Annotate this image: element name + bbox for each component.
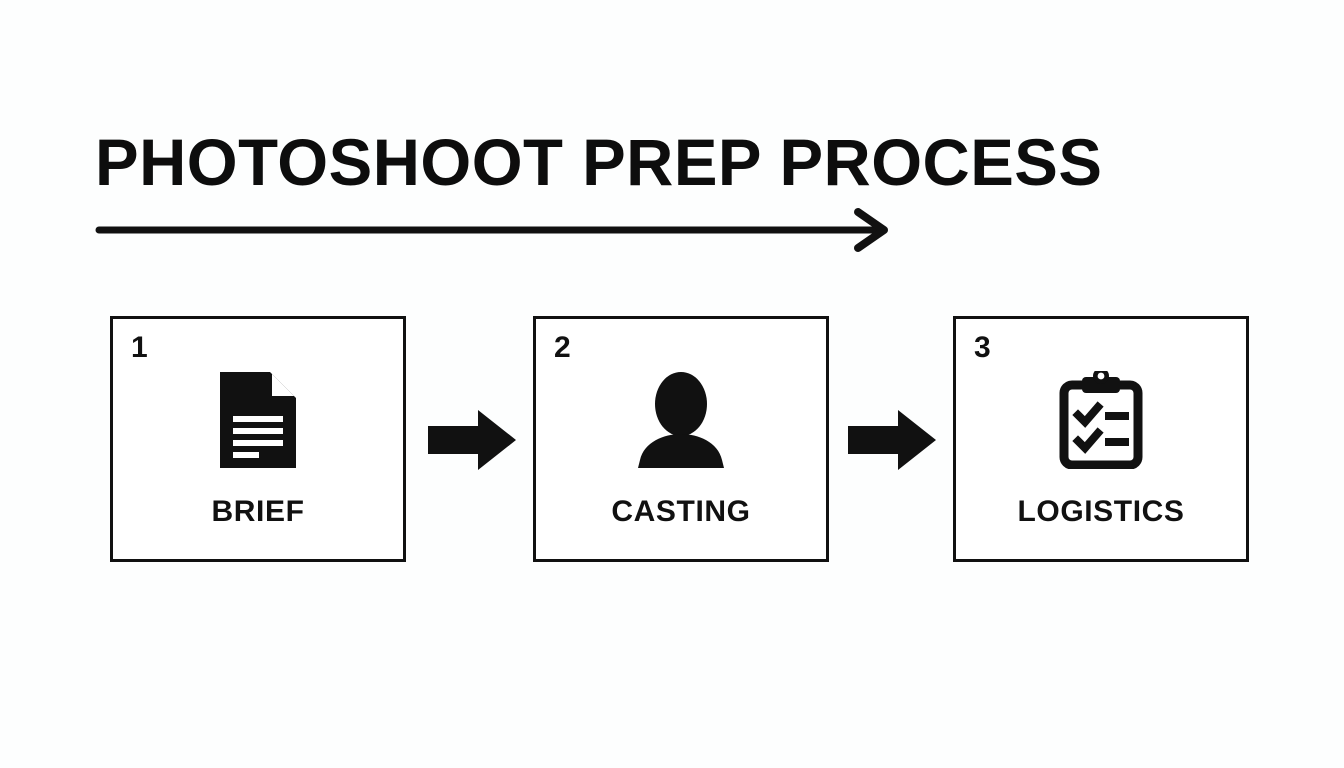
long-right-arrow-icon — [95, 206, 895, 256]
step-number: 1 — [131, 331, 148, 364]
block-right-arrow-icon — [848, 408, 938, 472]
step-number: 2 — [554, 331, 571, 364]
process-step-card-3[interactable]: 3 LOGISTICS — [953, 316, 1249, 562]
block-right-arrow-icon — [428, 408, 518, 472]
step-label: LOGISTICS — [1017, 495, 1185, 528]
document-icon — [113, 365, 403, 475]
clipboard-checklist-icon — [956, 365, 1246, 475]
step-label: CASTING — [611, 495, 751, 528]
step-label: BRIEF — [211, 495, 305, 528]
person-icon — [536, 365, 826, 475]
step-number: 3 — [974, 331, 991, 364]
process-step-card-2[interactable]: 2 CASTING — [533, 316, 829, 562]
process-step-card-1[interactable]: 1 BRIEF — [110, 316, 406, 562]
page-title: PHOTOSHOOT PREP PROCESS — [95, 125, 1103, 199]
